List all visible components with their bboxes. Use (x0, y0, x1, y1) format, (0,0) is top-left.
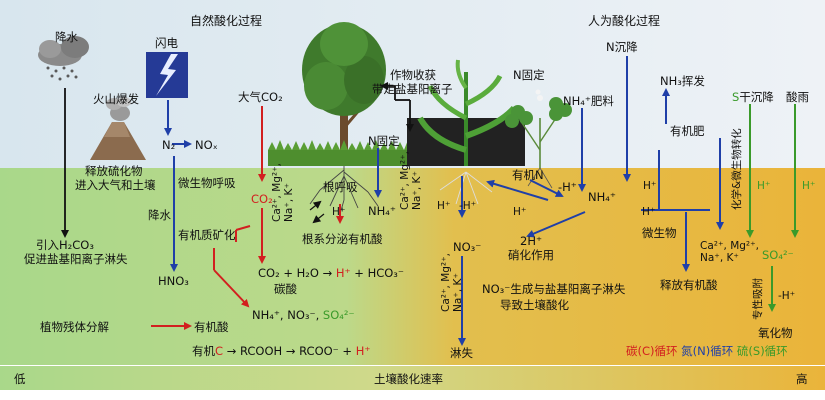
atm-co2-label: 大气CO₂ (238, 90, 283, 104)
organic-fertilizer-label: 有机肥 (670, 124, 705, 138)
lightning-label: 闪电 (155, 36, 178, 50)
root-respiration-label: 根呼吸 (323, 180, 358, 194)
legend-sulfur: 硫(S)循环 (736, 344, 788, 358)
nh4-center-label: NH₄⁺ (588, 190, 616, 204)
tree-roots (309, 166, 379, 215)
precipitation-label: 降水 (55, 30, 78, 44)
release-organic-acid-label: 释放有机酸 (660, 278, 718, 292)
cations-corn-label: Ca²⁺, Mg²⁺, Na⁺, K⁺ (399, 150, 423, 210)
legend-carbon: 碳(C)循环 (626, 344, 678, 358)
h-corn-label: H⁺ (437, 200, 451, 212)
minus-h-corn-label: -H⁺ (459, 200, 477, 212)
nh3-volatilization-label: NH₃挥发 (660, 74, 705, 88)
nh4-fertilizer-label: NH₄⁺肥料 (563, 94, 614, 108)
h-s-2-label: H⁺ (802, 180, 816, 192)
chem-microbial-transform-label: 化学&微生物转化 (731, 128, 743, 210)
microbial-respiration-label: 微生物呼吸 (178, 176, 236, 190)
exchange-arrows (309, 200, 325, 224)
n2-label: N₂ (162, 138, 176, 152)
nox-label: NOₓ (195, 138, 218, 152)
so4-label: SO₄²⁻ (762, 248, 794, 262)
plant-residue-label: 植物残体分解 (40, 320, 109, 334)
no3-label: NO₃⁻ (453, 240, 482, 254)
n-fixation-clover-label: N固定 (513, 68, 545, 82)
acid-rain-label: 酸雨 (786, 90, 809, 104)
s-dry-deposition-text: 干沉降 (739, 90, 774, 104)
ions-so4: SO₄²⁻ (322, 308, 355, 322)
introduce-h2co3-label: 引入H₂CO₃ (36, 238, 94, 252)
h-root-label: H⁺ (332, 206, 346, 218)
clover-plant-icon (505, 89, 572, 189)
root-secretion-label: 根系分泌有机酸 (302, 232, 383, 246)
leaching-label: 淋失 (450, 346, 473, 360)
rate-bar-label: 土壤酸化速率 (374, 372, 443, 386)
n-deposition-label: N沉降 (606, 40, 638, 54)
s-dry-deposition-s: S (732, 90, 740, 104)
organic-mineralization-label: 有机质矿化 (178, 228, 236, 242)
minus-h-s-label: -H⁺ (778, 290, 796, 302)
organic-chain-c: C (215, 344, 224, 358)
rain-cloud-icon (38, 36, 89, 81)
precipitation2-label: 降水 (148, 208, 171, 222)
grass-icon (268, 140, 420, 166)
h-plus-b-label: H⁺ (513, 206, 527, 218)
natural-process-header: 自然酸化过程 (190, 14, 263, 28)
cations-microbe-label: Ca²⁺, Mg²⁺, Na⁺, K⁺ (700, 240, 760, 265)
nh4-tree-label: NH₄⁺ (368, 204, 396, 218)
volcano-icon (90, 97, 146, 160)
volcano-label: 火山爆发 (93, 92, 139, 106)
two-h-label: 2H⁺ (520, 234, 543, 248)
h-plus-a-label: H⁺ (643, 180, 657, 192)
specific-adsorption-label: 专性吸附 (752, 278, 764, 320)
no3-leaching-line2: 导致土壤酸化 (500, 298, 569, 312)
carbonate-eq-left: CO₂ + H₂O → (258, 266, 333, 280)
cations-leach-label: Ca²⁺, Mg²⁺, Na⁺, K⁺ (440, 252, 464, 312)
nitrogen-arrows (164, 56, 724, 346)
tree-icon (302, 22, 386, 158)
carbonic-acid-label: 碳酸 (274, 282, 297, 296)
rate-low-label: 低 (14, 372, 26, 386)
release-sulfide-label: 释放硫化物 (85, 164, 143, 178)
carbon-arrows (151, 106, 344, 330)
carbonate-eq-right: + HCO₃⁻ (354, 266, 404, 280)
nitrification-label: 硝化作用 (508, 248, 554, 262)
remove-cations-label: 带走盐基阳离子 (372, 82, 453, 96)
co2-label: CO₂ (251, 192, 273, 206)
organic-chain-equation: 有机C → RCOOH → RCOO⁻ + H⁺ (192, 344, 370, 358)
organic-acid-label: 有机酸 (194, 320, 229, 334)
h-plus-c-label: H⁺ (642, 206, 656, 218)
s-dry-deposition-label: S干沉降 (732, 90, 774, 104)
carbonate-eq-h: H⁺ (335, 266, 351, 280)
organic-n-label: 有机N (512, 168, 544, 182)
lightning-icon (146, 52, 188, 98)
n-fixation-tree-label: N固定 (368, 134, 400, 148)
oxide-label: 氧化物 (758, 326, 793, 340)
microbes-label: 微生物 (642, 226, 677, 240)
ions-nh4: NH₄⁺, NO₃⁻, (252, 308, 320, 322)
rate-high-label: 高 (796, 372, 808, 386)
promote-leaching-label: 促进盐基阳离子淋失 (24, 252, 128, 266)
ions-label: NH₄⁺, NO₃⁻, SO₄²⁻ (252, 308, 355, 322)
into-air-soil-label: 进入大气和土壤 (75, 178, 156, 192)
corn-plant-icon (407, 59, 525, 205)
black-arrows (61, 82, 414, 238)
organic-chain-mid: → RCOOH → RCOO⁻ + (226, 344, 353, 358)
h-s-1-label: H⁺ (757, 180, 771, 192)
no3-leaching-line1: NO₃⁻生成与盐基阳离子淋失 (482, 282, 626, 296)
cations-tree-label: Ca²⁺, Mg²⁺, Na⁺, K⁺ (271, 162, 295, 222)
minus-h-label: -H⁺ (558, 180, 577, 194)
organic-chain-h: H⁺ (355, 344, 371, 358)
hno3-label: HNO₃ (158, 274, 189, 288)
anthropogenic-process-header: 人为酸化过程 (588, 14, 661, 28)
acidification-rate-bar (0, 366, 825, 390)
carbonate-equation: CO₂ + H₂O → H⁺ + HCO₃⁻ (258, 266, 404, 280)
crop-harvest-label: 作物收获 (390, 68, 436, 82)
legend: 碳(C)循环 氮(N)循环 硫(S)循环 (626, 344, 788, 358)
sulfur-arrows (746, 104, 799, 312)
organic-chain-pre: 有机 (192, 344, 215, 358)
legend-nitrogen: 氮(N)循环 (681, 344, 734, 358)
